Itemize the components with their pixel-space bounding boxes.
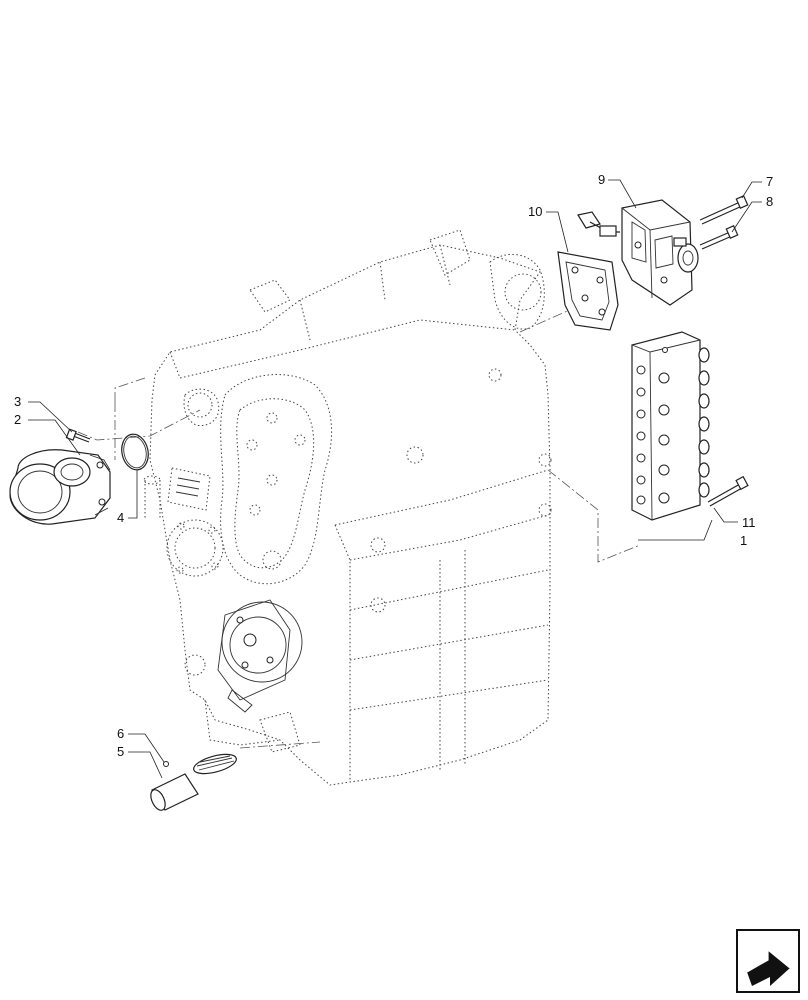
leader-lines <box>28 179 762 779</box>
o-ring <box>121 433 149 471</box>
transmission-housing <box>149 229 552 786</box>
callout-4: 4 <box>117 510 124 525</box>
plug-tube <box>150 773 199 811</box>
callout-10: 10 <box>528 204 542 219</box>
pump-bolt <box>65 428 91 443</box>
sensor-connector <box>577 211 620 237</box>
housing-pipe <box>143 475 161 520</box>
callout-2: 2 <box>14 412 21 427</box>
callout-9: 9 <box>598 172 605 187</box>
manifold-bolt <box>707 475 749 507</box>
hydraulic-pump <box>9 449 111 525</box>
callout-6: 6 <box>117 726 124 741</box>
callout-3: 3 <box>14 394 21 409</box>
callout-8: 8 <box>766 194 773 209</box>
callout-5: 5 <box>117 744 124 759</box>
gear-cover-plate <box>220 374 333 585</box>
valve-manifold <box>631 331 710 521</box>
side-cover <box>166 467 224 577</box>
callout-7: 7 <box>766 174 773 189</box>
valve-gasket <box>557 251 619 331</box>
callout-1: 1 <box>740 533 747 548</box>
control-valve <box>621 199 699 306</box>
valve-bolt-short <box>699 225 739 250</box>
assembly-centerlines <box>77 297 641 749</box>
plug-seal <box>163 753 237 775</box>
callout-11: 11 <box>742 515 756 530</box>
valve-bolt-long <box>699 195 749 225</box>
callout-labels: 1 2 3 4 5 6 7 8 9 10 11 <box>14 172 773 759</box>
arrow-box-icon[interactable] <box>736 929 800 993</box>
pto-flange <box>217 599 303 713</box>
